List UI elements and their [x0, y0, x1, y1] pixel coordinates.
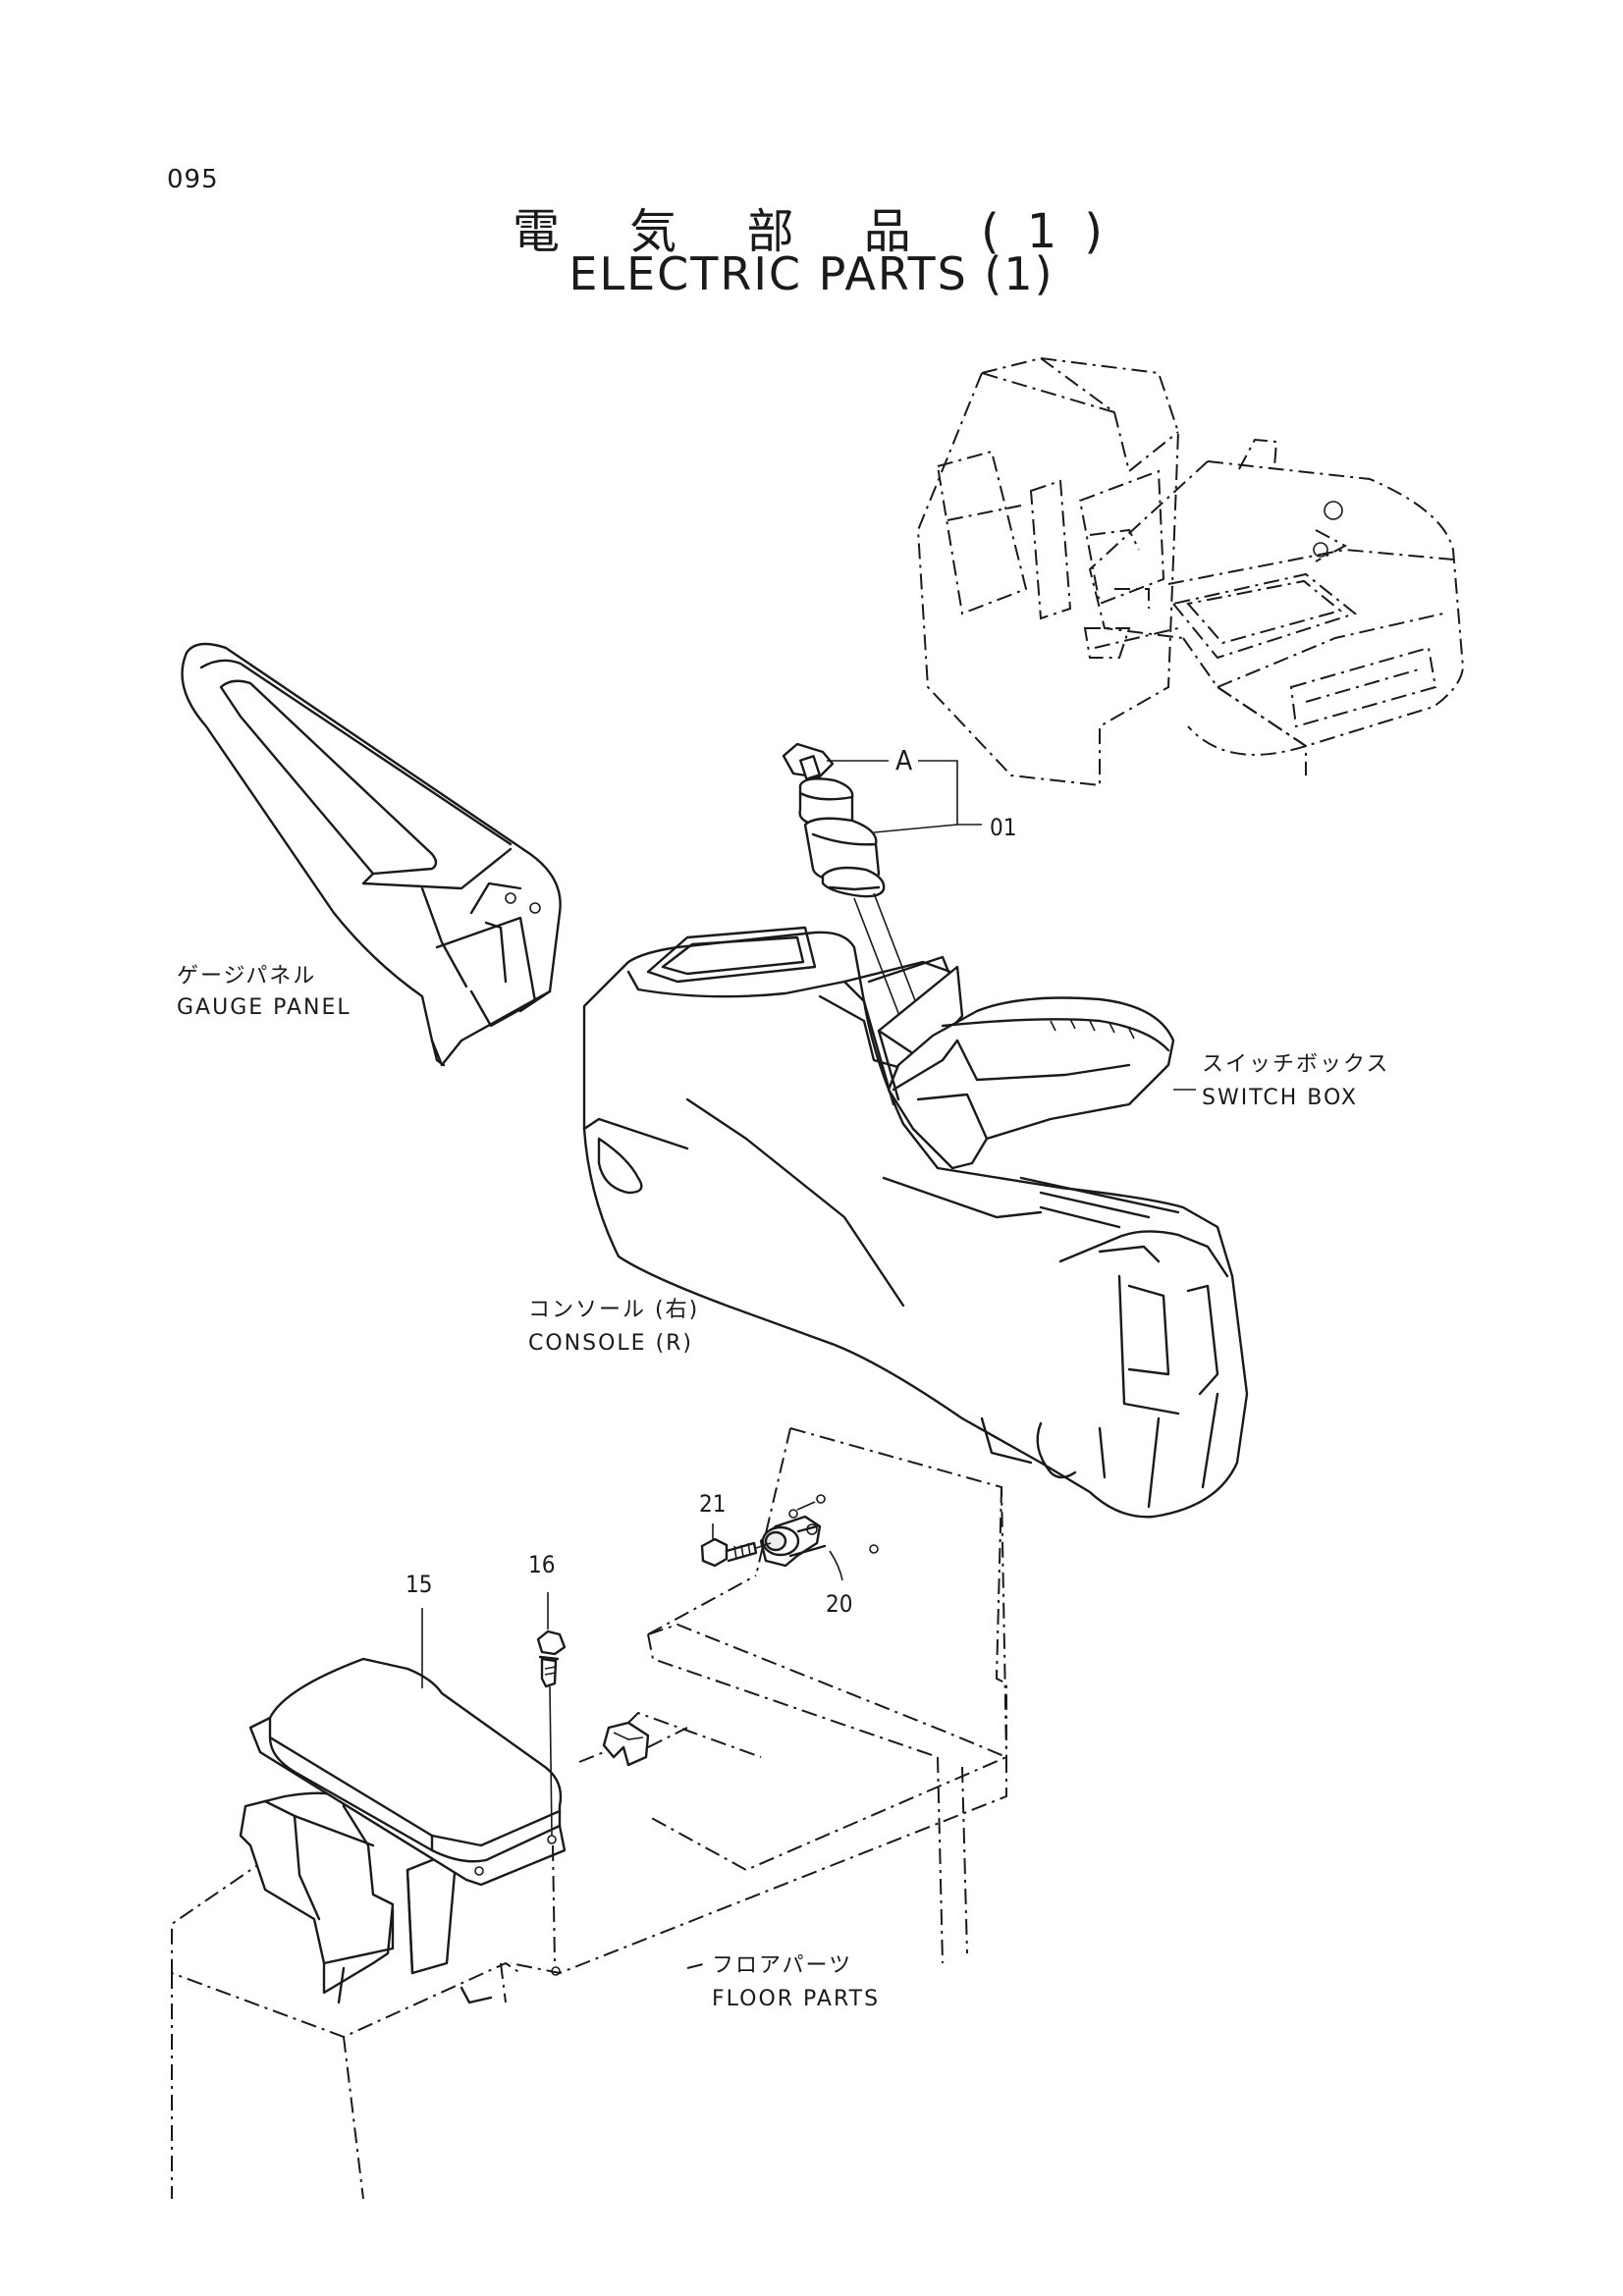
floor-hole-marker: [869, 1544, 879, 1554]
part-15-callout: 15: [406, 1571, 433, 1598]
floor-parts-illustration: [171, 1427, 1009, 2200]
switch-box-label-en: SWITCH BOX: [1202, 1086, 1358, 1110]
floor-clamp-illustration: [578, 1721, 688, 1767]
console-r-label-jp: コンソール (右): [528, 1298, 700, 1322]
floor-parts-label-en: FLOOR PARTS: [712, 1987, 881, 2011]
part-20-callout: 20: [826, 1590, 853, 1618]
floor-parts-leader: [686, 1962, 708, 1969]
switch-box-label-jp: スイッチボックス: [1202, 1052, 1390, 1077]
gauge-panel-label-en: GAUGE PANEL: [177, 995, 352, 1020]
key-switch-illustration: [782, 742, 924, 1027]
gauge-panel-illustration: [181, 642, 562, 1067]
part-20-connector-illustration: [759, 1494, 843, 1581]
switch-box-illustration: [877, 965, 1175, 1170]
excavator-overview-illustration: [916, 356, 1465, 787]
floor-parts-label-jp: フロアパーツ: [712, 1953, 853, 1978]
part-15-cover-illustration: [248, 1657, 567, 1887]
page-title-japanese: 電 気 部 品 (1): [512, 204, 1131, 259]
part-21-screw-illustration: [700, 1523, 772, 1568]
page-number: 095: [167, 165, 219, 194]
callout-leaders-a-01: [827, 760, 982, 833]
console-r-label-en: CONSOLE (R): [528, 1331, 694, 1356]
part-16-callout: 16: [528, 1551, 556, 1578]
page-title-english: ELECTRIC PARTS (1): [568, 247, 1055, 300]
part-21-callout: 21: [699, 1490, 727, 1518]
part-16-bolt-illustration: [536, 1592, 567, 1976]
gauge-panel-label-jp: ゲージパネル: [177, 964, 317, 988]
part-01-callout: 01: [990, 814, 1017, 841]
reference-a-callout: A: [895, 744, 913, 776]
